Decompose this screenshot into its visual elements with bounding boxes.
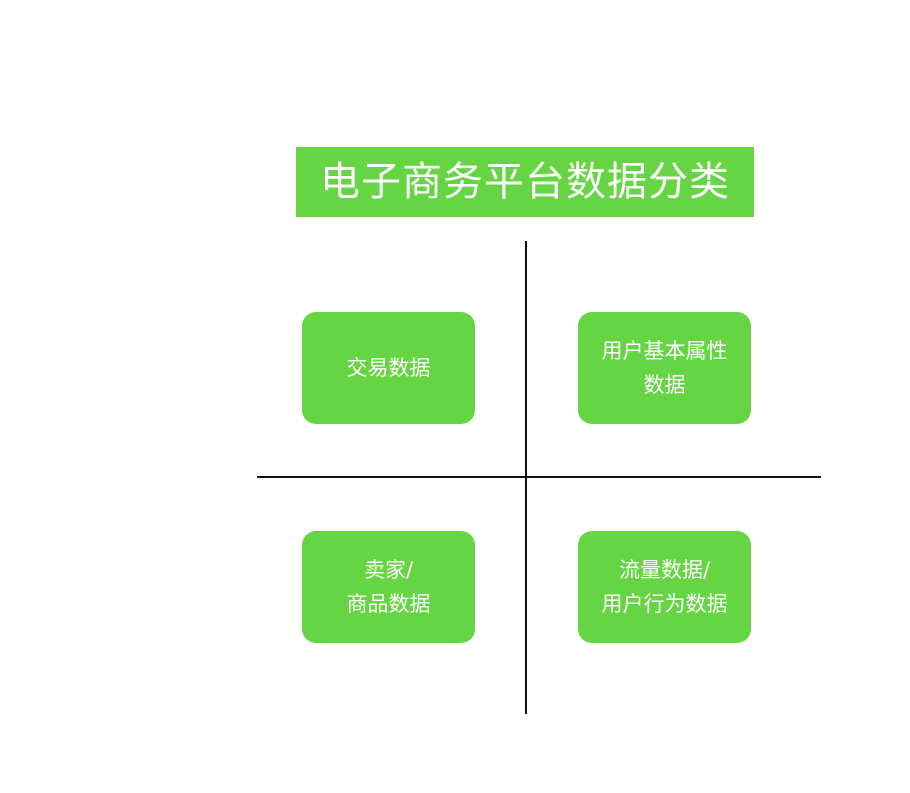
quadrant-label-line: 交易数据 [346,356,431,380]
quadrant-top-left: 交易数据 [302,312,475,424]
quadrant-label-line: 用户行为数据 [601,592,728,616]
horizontal-axis-line [257,476,821,478]
quadrant-label-line: 商品数据 [346,592,431,616]
quadrant-label-line: 流量数据/ [618,558,711,582]
quadrant-bottom-right: 流量数据/ 用户行为数据 [578,531,751,643]
quadrant-label-line: 卖家/ [363,558,414,582]
quadrant-bottom-left: 卖家/ 商品数据 [302,531,475,643]
quadrant-label-line: 数据 [643,373,686,397]
quadrant-label-line: 用户基本属性 [601,339,728,363]
diagram-title: 电子商务平台数据分类 [296,147,754,217]
quadrant-top-right: 用户基本属性 数据 [578,312,751,424]
